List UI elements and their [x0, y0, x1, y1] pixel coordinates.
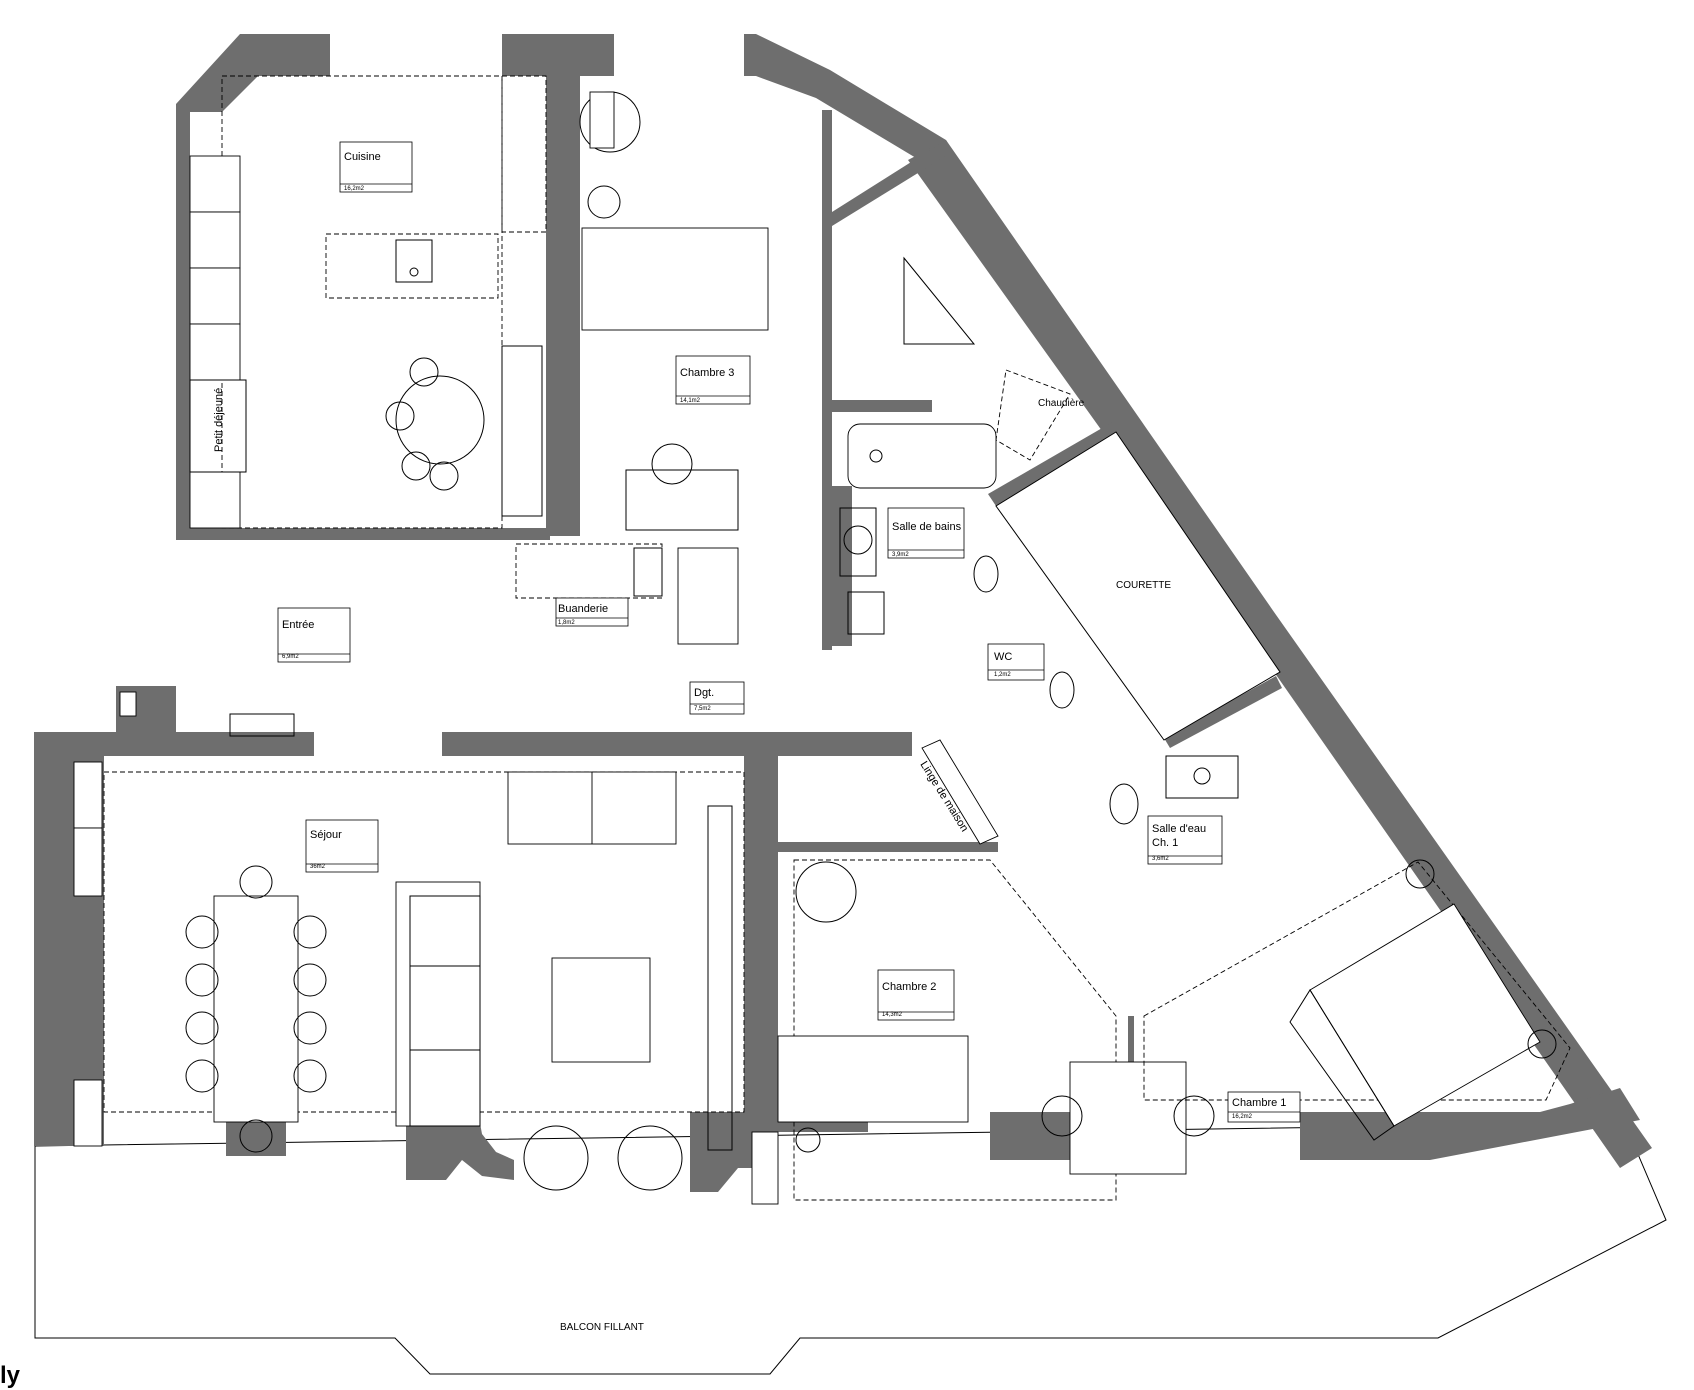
- chambre-1: [1143, 859, 1571, 1141]
- chambre-3: [579, 91, 769, 531]
- windows: [73, 91, 779, 1205]
- entree: [119, 607, 351, 737]
- salle-de-bains: [839, 423, 999, 635]
- room-area-dgt: 7,5m2: [694, 706, 711, 712]
- room-label-buanderie: Buanderie: [558, 603, 608, 615]
- room-label-petit-dejeune: Petit déjeuné: [213, 388, 225, 452]
- room-area-chambre-1: 16,2m2: [1232, 1114, 1253, 1120]
- room-area-chambre-2: 14,3m2: [882, 1012, 903, 1018]
- room-area-entree: 6,9m2: [282, 654, 299, 660]
- room-area-salle-eau: 3,6m2: [1152, 856, 1169, 862]
- room-label-wc: WC: [994, 651, 1012, 663]
- sejour: [103, 771, 745, 1191]
- room-label-salle-de-bains: Salle de bains: [892, 521, 962, 533]
- balcony-label: BALCON FILLANT: [560, 1322, 644, 1333]
- room-label-chaudiere: Chaudière: [1038, 398, 1085, 409]
- buanderie: [515, 543, 739, 645]
- room-label-courette: COURETTE: [1116, 580, 1171, 591]
- room-area-chambre-3: 14,1m2: [680, 398, 701, 404]
- room-label-dgt: Dgt.: [694, 687, 714, 699]
- room-area-buanderie: 1,8m2: [558, 620, 575, 626]
- room-label-sejour: Séjour: [310, 829, 342, 841]
- room-label-cuisine: Cuisine: [344, 151, 381, 163]
- kitchen: [189, 75, 547, 529]
- room-area-cuisine: 16,2m2: [344, 186, 365, 192]
- room-label-chambre-1: Chambre 1: [1232, 1097, 1286, 1109]
- room-label-salle-eau: Salle d'eau: [1152, 823, 1206, 835]
- room-label-chambre-2: Chambre 2: [882, 981, 936, 993]
- room-label-salle-eau-ch1: Ch. 1: [1152, 837, 1178, 849]
- room-area-salle-de-bains: 3,9m2: [892, 552, 909, 558]
- room-area-wc: 1,2m2: [994, 672, 1011, 678]
- chambre-2: [777, 859, 1215, 1201]
- corner-text: ly: [0, 1362, 21, 1389]
- room-label-chambre-3: Chambre 3: [680, 367, 734, 379]
- room-area-sejour: 36m2: [310, 864, 326, 870]
- room-label-entree: Entrée: [282, 619, 314, 631]
